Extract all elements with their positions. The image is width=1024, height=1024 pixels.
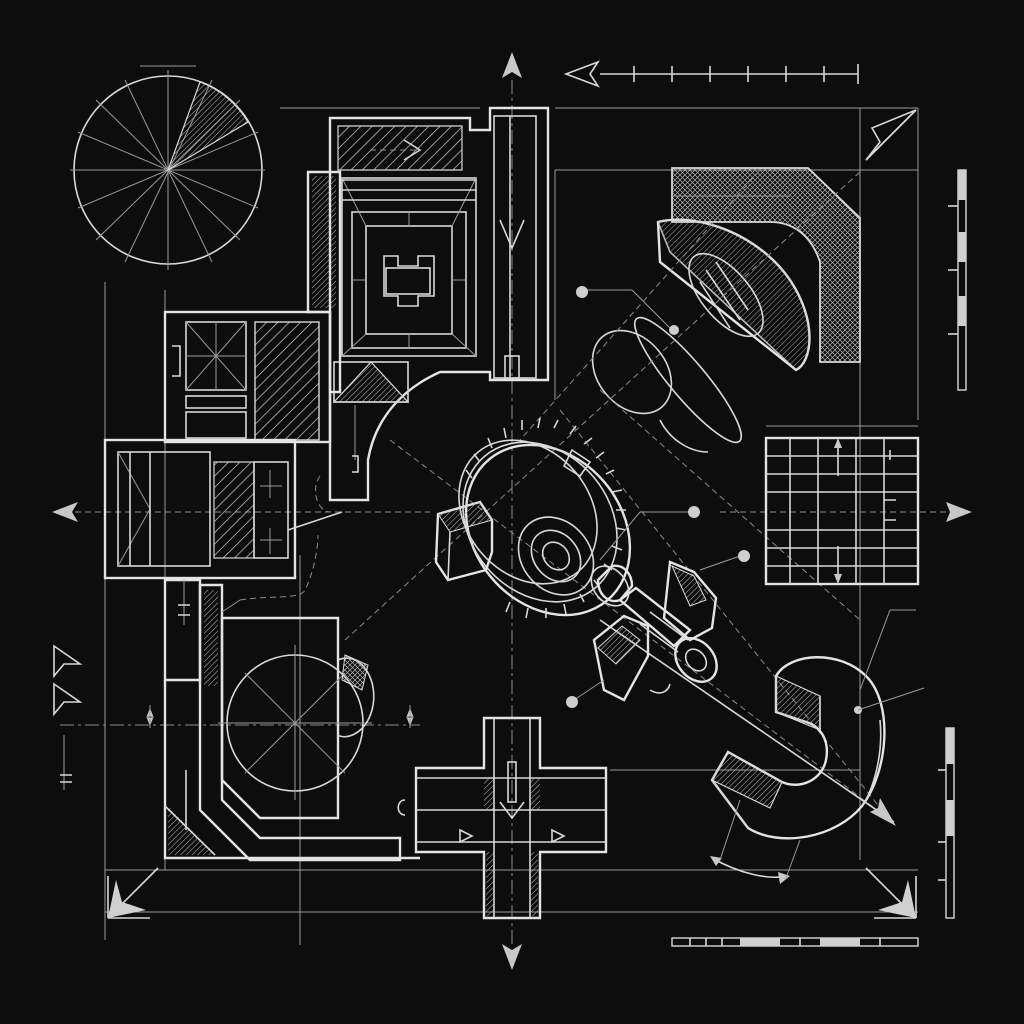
central-gear-component	[434, 417, 700, 619]
protractor-circle	[70, 65, 265, 270]
right-grid-panel	[764, 425, 920, 586]
axis-arrows	[52, 52, 972, 970]
upper-housing-component	[328, 106, 550, 502]
arrow-up-icon	[502, 52, 522, 78]
shaft-coupling-component	[566, 550, 750, 708]
arrow-right-icon	[946, 502, 972, 522]
right-vertical-scale-upper	[948, 169, 967, 391]
arrow-left-icon	[52, 502, 78, 522]
bottom-scale-bar	[671, 937, 919, 947]
c-clamp-component	[710, 609, 925, 884]
corner-arrow-bottom-right	[865, 867, 917, 919]
arrow-down-icon	[502, 944, 522, 970]
lower-left-frame-component	[60, 534, 420, 862]
right-vertical-scale-lower	[938, 727, 955, 919]
cross-pipe-fitting	[414, 716, 608, 920]
left-cluster-component	[103, 170, 359, 580]
corner-arrow-bottom-left	[107, 867, 159, 919]
left-edge-arrows	[53, 644, 83, 717]
diagonal-axis	[344, 169, 896, 826]
flange-disc-component	[576, 218, 811, 453]
top-scale-ruler	[563, 60, 859, 88]
corner-arrow-top-right	[865, 109, 917, 161]
